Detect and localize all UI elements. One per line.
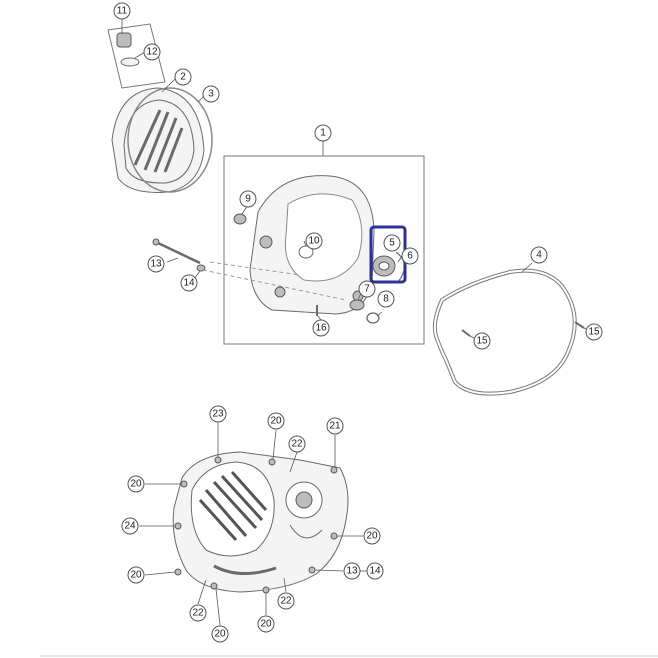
callout-11[interactable]: 11 [113, 2, 131, 20]
callout-22-bottom-right[interactable]: 22 [277, 592, 295, 610]
assembled-ignition-plate [190, 461, 275, 557]
callout-22-bottom-left[interactable]: 22 [189, 604, 207, 622]
svg-text:20: 20 [214, 629, 226, 640]
svg-text:10: 10 [308, 236, 320, 247]
callout-20-right[interactable]: 20 [363, 527, 381, 545]
svg-text:20: 20 [366, 531, 378, 542]
svg-text:6: 6 [407, 251, 413, 262]
svg-text:11: 11 [117, 6, 128, 17]
callout-20-left-bottom[interactable]: 20 [127, 566, 145, 584]
callout-7[interactable]: 7 [358, 280, 376, 298]
gasket-group [432, 262, 589, 396]
callout-5[interactable]: 5 [383, 234, 401, 252]
svg-text:16: 16 [315, 323, 327, 334]
part-15-bolt-left [461, 329, 471, 337]
callout-15-left[interactable]: 15 [473, 332, 491, 350]
svg-text:22: 22 [192, 608, 204, 619]
cover-plug [116, 32, 132, 48]
callout-12[interactable]: 12 [143, 43, 161, 61]
plug-o-ring [120, 57, 140, 67]
cover-gasket-ring [127, 87, 213, 193]
callout-22-top[interactable]: 22 [288, 435, 306, 453]
callout-20-bottom-right[interactable]: 20 [257, 615, 275, 633]
part-14-dowel [196, 264, 206, 272]
callout-10[interactable]: 10 [305, 232, 323, 250]
svg-text:23: 23 [212, 409, 224, 420]
callout-23[interactable]: 23 [209, 405, 227, 423]
callout-13[interactable]: 13 [147, 255, 165, 273]
clutch-cover-recess [284, 193, 363, 282]
plug-detail-box [107, 23, 166, 89]
callout-15-right[interactable]: 15 [585, 323, 603, 341]
part-15-bolt-right [574, 321, 585, 329]
svg-text:3: 3 [208, 89, 214, 100]
svg-text:22: 22 [280, 596, 292, 607]
svg-text:20: 20 [130, 479, 142, 490]
assembled-cover-group [139, 423, 363, 626]
svg-text:9: 9 [245, 194, 251, 205]
assembled-cover-fins [198, 470, 268, 542]
svg-text:12: 12 [146, 47, 158, 58]
part-8-ring [366, 312, 380, 324]
part-13-bolt [157, 241, 201, 265]
callout-2[interactable]: 2 [174, 68, 192, 86]
svg-text:15: 15 [476, 336, 488, 347]
svg-text:13: 13 [150, 259, 162, 270]
callout-1[interactable]: 1 [314, 124, 332, 142]
assembly-axis [202, 269, 347, 301]
callouts: 11 12 2 3 1 9 10 5 6 7 8 16 13 14 4 15 1… [113, 2, 603, 643]
svg-text:8: 8 [383, 294, 389, 305]
svg-text:13: 13 [346, 566, 358, 577]
callout-14-bottom[interactable]: 14 [366, 562, 384, 580]
svg-text:14: 14 [183, 278, 195, 289]
ignition-cover-group [107, 18, 213, 193]
svg-text:20: 20 [260, 619, 272, 630]
part-9-seal [233, 213, 247, 225]
svg-text:20: 20 [130, 570, 142, 581]
svg-text:5: 5 [389, 238, 395, 249]
assembled-bolts [174, 456, 338, 594]
callout-8[interactable]: 8 [377, 290, 395, 308]
callout-21[interactable]: 21 [326, 417, 344, 435]
callout-20-left-top[interactable]: 20 [127, 475, 145, 493]
svg-text:1: 1 [320, 128, 326, 139]
clutch-cover-detail-box [223, 155, 425, 345]
svg-text:22: 22 [291, 439, 303, 450]
clutch-cover-group [223, 141, 425, 345]
callout-13-bottom[interactable]: 13 [343, 562, 361, 580]
svg-text:7: 7 [364, 284, 370, 295]
svg-text:2: 2 [180, 72, 186, 83]
svg-text:21: 21 [329, 421, 341, 432]
callout-3[interactable]: 3 [202, 85, 220, 103]
cover-fins [133, 109, 184, 173]
callout-9[interactable]: 9 [239, 190, 257, 208]
svg-text:20: 20 [270, 416, 282, 427]
callout-16[interactable]: 16 [312, 319, 330, 337]
long-bolt-group [152, 238, 347, 301]
svg-text:14: 14 [369, 566, 381, 577]
part-4-gasket [432, 268, 577, 396]
part-7-seal [349, 299, 365, 311]
callout-20-top[interactable]: 20 [267, 412, 285, 430]
callout-6[interactable]: 6 [401, 247, 419, 265]
svg-text:15: 15 [588, 327, 600, 338]
callout-24[interactable]: 24 [121, 517, 139, 535]
svg-text:24: 24 [124, 521, 136, 532]
callout-14[interactable]: 14 [180, 274, 198, 292]
callout-20-bottom-left[interactable]: 20 [211, 625, 229, 643]
callout-4[interactable]: 4 [530, 246, 548, 264]
svg-text:4: 4 [536, 250, 542, 261]
